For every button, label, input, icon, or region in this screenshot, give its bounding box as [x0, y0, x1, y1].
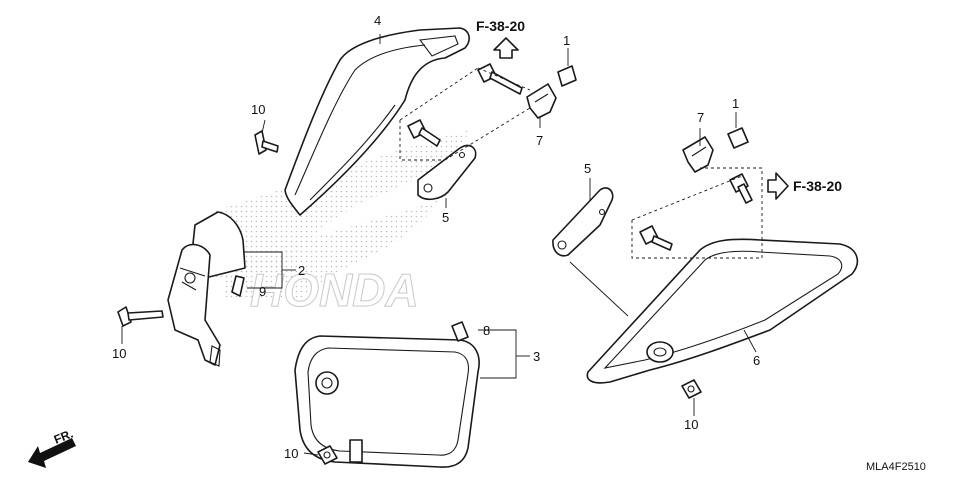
part-6-right-side-cover[interactable]: [586, 238, 859, 384]
part-5-right-bracket[interactable]: [552, 187, 614, 257]
callout-1-right: 1: [732, 96, 739, 111]
callout-5-left: 5: [442, 210, 449, 225]
diagram-code: MLA4F2510: [866, 461, 926, 473]
part-7-left-clip[interactable]: [526, 83, 557, 119]
callout-10-left: 10: [112, 346, 126, 361]
callout-9: 9: [259, 284, 266, 299]
assembly-guide-lines: [399, 67, 763, 259]
part-2-front-side-cover[interactable]: [167, 211, 246, 367]
callout-10-bottom: 10: [284, 446, 298, 461]
callout-8: 8: [483, 323, 490, 338]
part-1-left-grommet[interactable]: [557, 65, 577, 87]
lower-bolt-to-bracket[interactable]: [407, 119, 441, 147]
callout-7-right: 7: [697, 110, 704, 125]
honda-wordmark-watermark: HONDA: [250, 264, 419, 316]
part-9-small-clip[interactable]: [231, 275, 245, 297]
part-1-right-grommet[interactable]: [727, 127, 749, 149]
callout-2: 2: [298, 263, 305, 278]
part-5-left-bracket[interactable]: [417, 144, 477, 201]
ref-label-top[interactable]: F-38-20: [476, 18, 525, 34]
forward-label: FR.: [52, 427, 75, 447]
part-10-bolt-right[interactable]: [681, 379, 702, 399]
forward-direction-arrow-icon: [28, 438, 76, 468]
callout-10-right: 10: [684, 417, 698, 432]
part-3-left-side-cover[interactable]: [294, 335, 480, 468]
ref-label-right[interactable]: F-38-20: [793, 178, 842, 194]
honda-wing-watermark: HONDA: [215, 130, 470, 317]
ref-arrow-right-icon: [767, 172, 789, 200]
right-bolt-to-clip[interactable]: [729, 173, 753, 204]
upper-bolt-to-clip[interactable]: [477, 63, 523, 95]
callout-4: 4: [374, 13, 381, 28]
callout-7-left: 7: [536, 133, 543, 148]
right-bolt-to-bracket[interactable]: [639, 225, 673, 251]
callout-10-top-left: 10: [251, 102, 265, 117]
part-8-grommet[interactable]: [451, 321, 469, 342]
part-10-bolt-bottom[interactable]: [317, 445, 338, 465]
callout-5-right: 5: [584, 161, 591, 176]
part-10-bolt-left[interactable]: [117, 306, 164, 327]
callout-6: 6: [753, 353, 760, 368]
leader-lines: [121, 34, 757, 456]
part-4-rear-upper-cover[interactable]: [284, 27, 470, 216]
part-10-bolt-top-left[interactable]: [254, 130, 279, 155]
part-7-right-clip[interactable]: [682, 136, 714, 173]
callout-1-left: 1: [563, 33, 570, 48]
callout-3: 3: [533, 349, 540, 364]
ref-arrow-up-icon: [493, 37, 519, 59]
